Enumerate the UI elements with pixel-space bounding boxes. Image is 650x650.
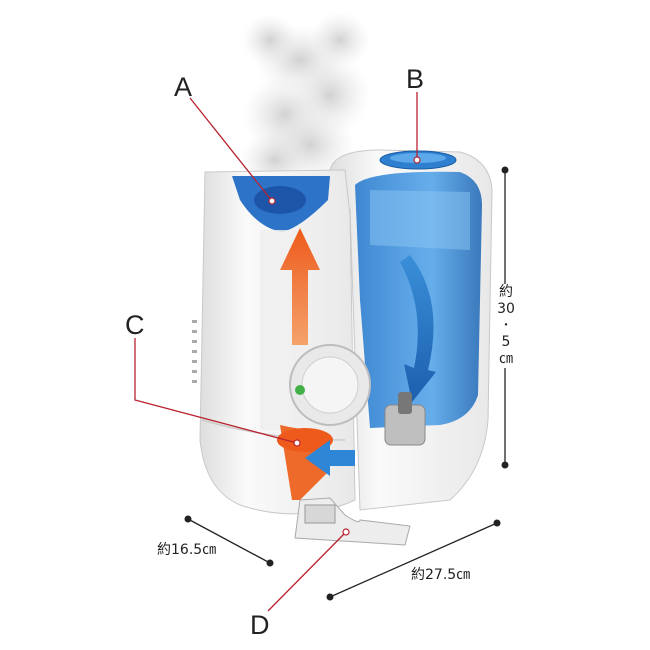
callout-label-d: D: [250, 610, 270, 640]
width-label: 約27.5㎝: [411, 567, 471, 583]
callout-label-b: B: [406, 64, 425, 94]
water-tank-unit: [329, 149, 493, 511]
water-inflow-arrow: [305, 440, 355, 476]
callout-label-c: C: [125, 310, 145, 340]
height-label-part: ㎝: [499, 351, 513, 368]
depth-dimension-line: [187, 518, 271, 564]
callout-dots: [268, 156, 421, 536]
callout-lines: [134, 92, 418, 612]
height-label: 約 30 ･ 5 ㎝: [494, 284, 518, 368]
height-label-part: 30: [497, 300, 515, 317]
steam-plume: [240, 12, 370, 190]
height-label-part: 5: [501, 334, 511, 351]
height-label-part: 約: [499, 284, 513, 300]
callout-line-a: [189, 97, 273, 202]
width-dimension-line: [329, 522, 498, 598]
callout-line-d: [267, 531, 347, 612]
callout-label-a: A: [174, 72, 193, 102]
callout-line-c: [134, 338, 298, 444]
depth-label: 約16.5㎝: [157, 542, 217, 558]
steam-rising-arrow: [280, 228, 320, 345]
height-label-part: ･: [502, 317, 510, 334]
humidifier-body: [192, 169, 411, 546]
